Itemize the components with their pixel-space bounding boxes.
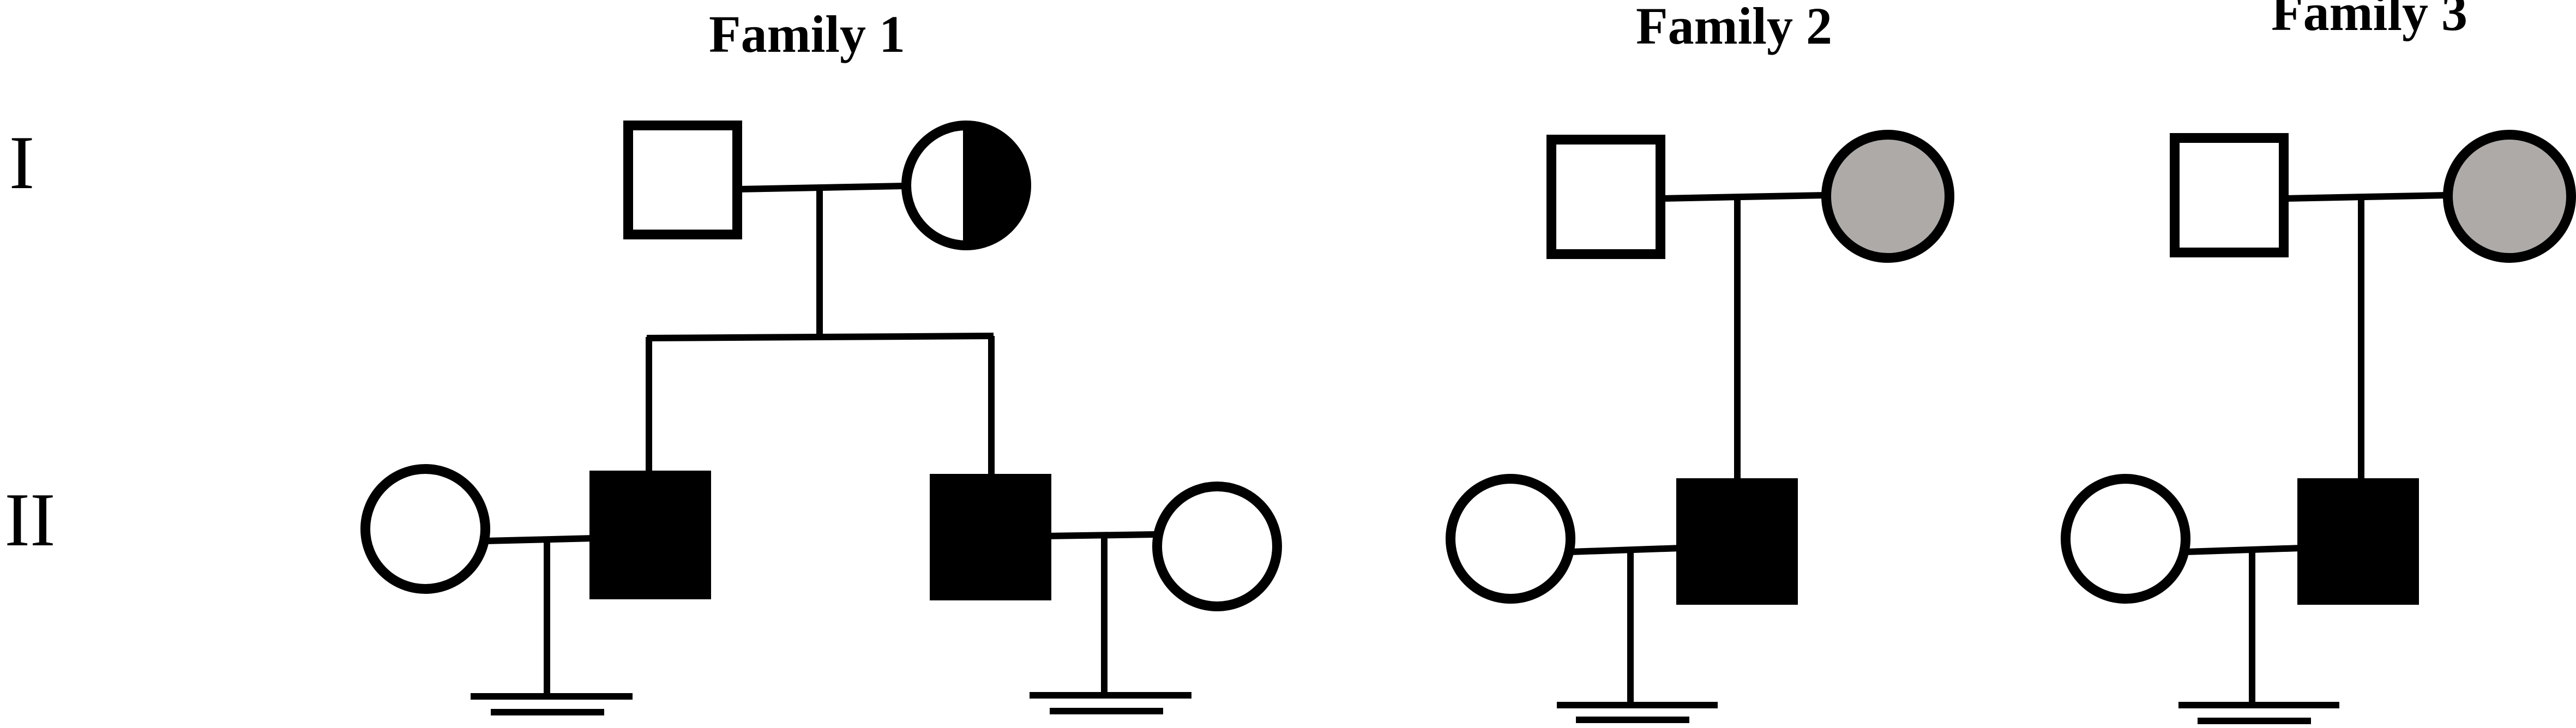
f2-couple-line: [1570, 545, 1682, 555]
f1-left-couple-line: [485, 535, 595, 544]
f2-mother-carrier-female: [1821, 130, 1954, 263]
f2-spouse-unaffected-female: [1446, 474, 1575, 604]
f1-spouse-right-unaffected-female: [1152, 482, 1282, 611]
f1-son-right-affected-male: [930, 474, 1051, 600]
f1-right-couple-line: [1046, 531, 1157, 539]
f1-spouse-left-unaffected-female: [360, 464, 490, 594]
generation-label-ii: II: [4, 478, 55, 562]
family-1-title: Family 1: [709, 5, 905, 63]
f2-son-affected-male: [1676, 478, 1798, 605]
f1-sibship-line: [646, 333, 994, 341]
f3-father-unaffected-male: [2170, 133, 2289, 257]
f3-mother-carrier-female: [2443, 130, 2576, 263]
f3-marriage-line: [2283, 192, 2447, 202]
family-2: [1446, 130, 1954, 723]
f3-spouse-unaffected-female: [2061, 474, 2190, 604]
family-3-title: Family 3: [2271, 0, 2467, 41]
f1-mother-carrier-half: [966, 125, 1026, 245]
f2-father-unaffected-male: [1546, 135, 1665, 259]
family-1: [360, 121, 1282, 715]
f3-son-affected-male: [2297, 478, 2419, 605]
f1-father-unaffected-male: [623, 121, 742, 239]
generation-label-i: I: [9, 121, 35, 205]
f1-son-left-affected-male: [589, 471, 711, 599]
family-2-title: Family 2: [1636, 0, 1832, 55]
family-3: [2061, 130, 2576, 724]
f3-couple-line: [2185, 545, 2302, 555]
f2-marriage-line: [1660, 192, 1826, 202]
